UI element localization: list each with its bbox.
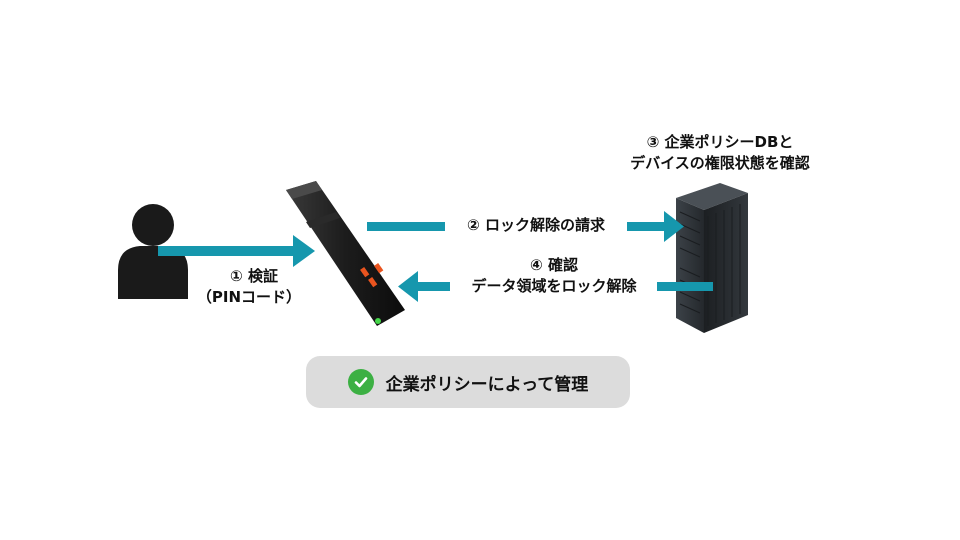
check-circle-icon	[347, 369, 374, 395]
policy-badge-text: 企業ポリシーによって管理	[385, 374, 589, 395]
user-silhouette-icon	[118, 204, 188, 299]
usb-security-key-icon	[286, 181, 405, 326]
step3-label: ③ 企業ポリシーDBと デバイスの権限状態を確認	[604, 132, 836, 174]
arrow-step1	[158, 235, 315, 267]
step1-subtitle: （PINコード）	[196, 288, 302, 306]
step3-subtitle: デバイスの権限状態を確認	[630, 154, 810, 172]
step4-label: ④ 確認 データ領域をロック解除	[452, 255, 656, 297]
arrow-step2	[367, 211, 684, 242]
policy-badge: 企業ポリシーによって管理	[306, 356, 630, 408]
step2-label: ② ロック解除の請求	[447, 215, 625, 236]
arrow-step4	[398, 271, 713, 302]
step4-subtitle: データ領域をロック解除	[471, 277, 637, 295]
step2-title: ② ロック解除の請求	[467, 216, 605, 234]
server-tower-icon	[676, 183, 748, 333]
step3-title: ③ 企業ポリシーDBと	[646, 133, 794, 151]
step1-label: ① 検証 （PINコード）	[197, 266, 304, 308]
step4-title: ④ 確認	[530, 256, 578, 274]
step1-title: ① 検証	[230, 267, 278, 285]
